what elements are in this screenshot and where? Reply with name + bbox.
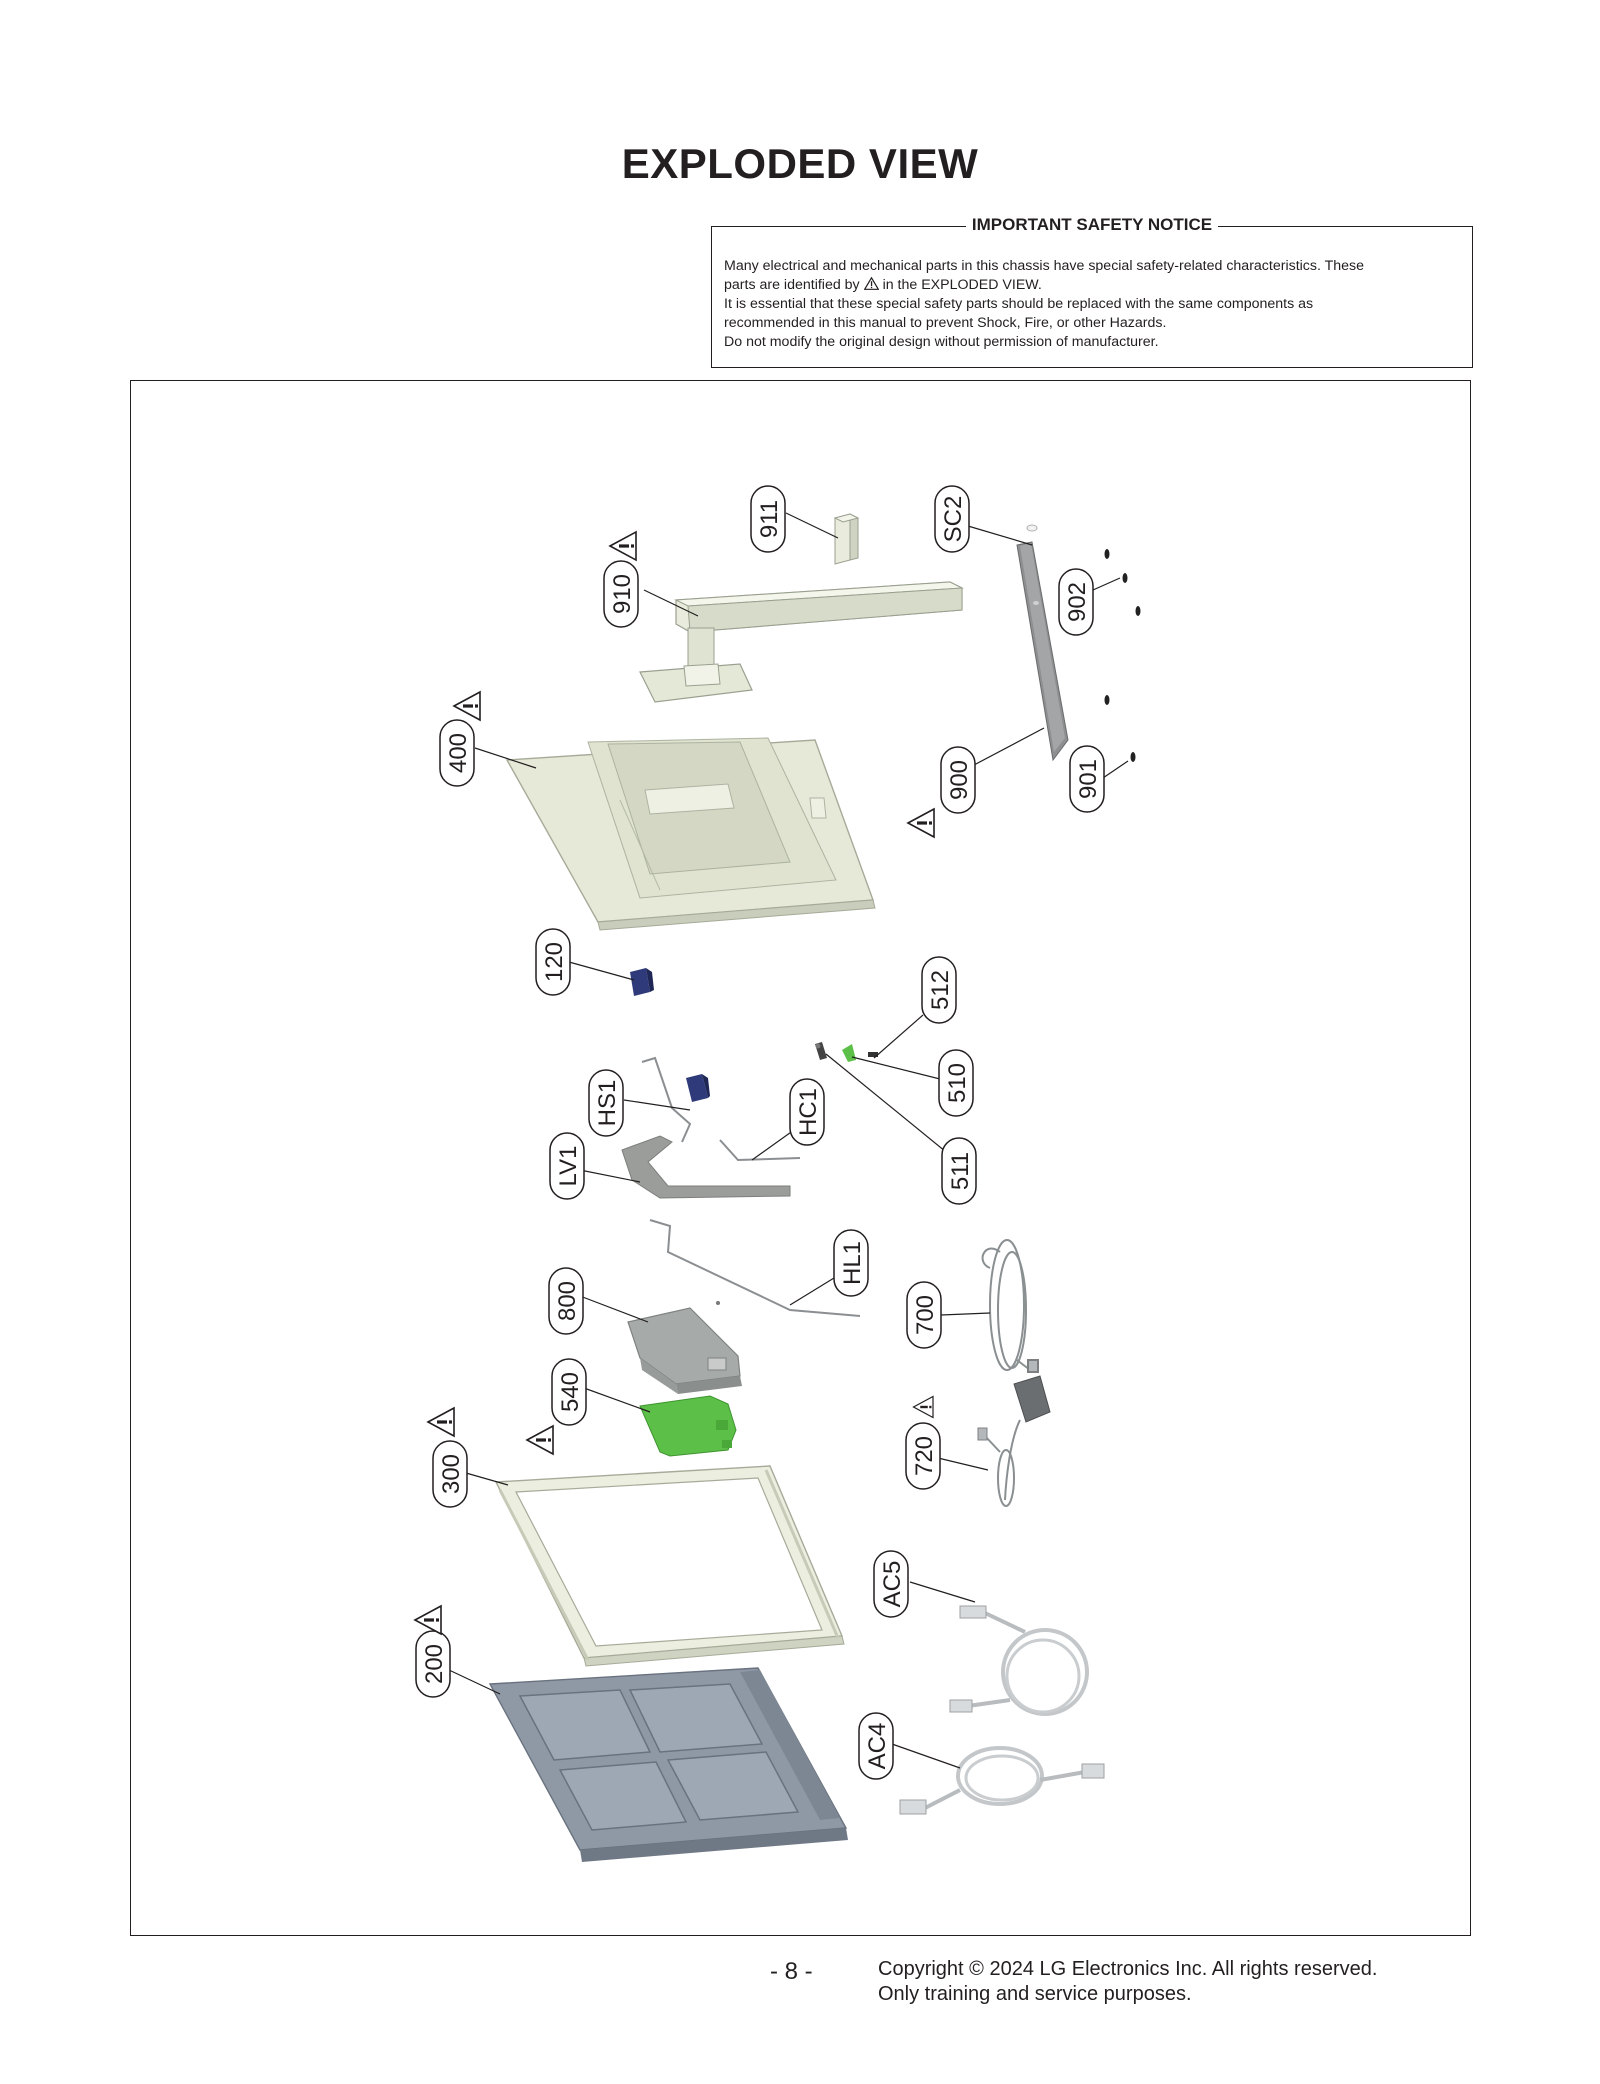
part-HS1-cable bbox=[641, 1056, 692, 1143]
safety-warning-icon-910 bbox=[609, 531, 637, 561]
svg-text:AC5: AC5 bbox=[879, 1561, 906, 1608]
notice-line-1: Many electrical and mechanical parts in … bbox=[724, 258, 1365, 274]
callout-911: 911 bbox=[750, 485, 786, 553]
svg-text:911: 911 bbox=[756, 500, 783, 538]
svg-text:511: 511 bbox=[947, 1152, 974, 1190]
part-400-back-cover bbox=[505, 737, 876, 931]
svg-text:HS1: HS1 bbox=[594, 1080, 621, 1127]
svg-text:902: 902 bbox=[1064, 582, 1091, 622]
leader-lines bbox=[448, 512, 1129, 1769]
part-900-stand-plate bbox=[1016, 541, 1069, 762]
safety-warning-icon-900 bbox=[907, 808, 935, 838]
part-LV1-cable bbox=[621, 1135, 791, 1199]
copyright-line: Copyright © 2024 LG Electronics Inc. All… bbox=[878, 1958, 1378, 1980]
page-number: - 8 - bbox=[770, 1958, 813, 1985]
callout-120: 120 bbox=[535, 928, 571, 996]
svg-text:901: 901 bbox=[1075, 759, 1102, 799]
callout-300: 300 bbox=[432, 1440, 468, 1508]
callout-540: 540 bbox=[551, 1358, 587, 1426]
safety-notice-title: IMPORTANT SAFETY NOTICE bbox=[965, 215, 1219, 234]
safety-warning-icon-300 bbox=[427, 1407, 455, 1437]
notice-line-5: Do not modify the original design withou… bbox=[724, 334, 1159, 350]
part-511-ir-sensor bbox=[815, 1042, 827, 1060]
part-HC1-cable bbox=[719, 1139, 801, 1162]
svg-text:510: 510 bbox=[944, 1063, 971, 1103]
svg-text:LV1: LV1 bbox=[555, 1146, 582, 1187]
part-120-bracket bbox=[630, 968, 654, 996]
warning-triangle-icon bbox=[863, 277, 879, 290]
callout-HC1: HC1 bbox=[789, 1078, 825, 1146]
callout-720: 720 bbox=[905, 1422, 941, 1490]
svg-text:SC2: SC2 bbox=[940, 496, 967, 543]
safety-warning-icon-720 bbox=[912, 1395, 934, 1419]
callout-HS1: HS1 bbox=[588, 1069, 624, 1137]
callout-800: 800 bbox=[548, 1267, 584, 1335]
callout-512: 512 bbox=[921, 956, 957, 1024]
svg-text:300: 300 bbox=[438, 1454, 465, 1494]
page-title: EXPLODED VIEW bbox=[621, 140, 979, 187]
safety-warning-icon-200 bbox=[414, 1605, 442, 1635]
svg-text:120: 120 bbox=[541, 942, 568, 982]
part-720-ac-adapter bbox=[977, 1375, 1051, 1507]
part-300-middle-frame bbox=[494, 1465, 845, 1667]
part-901-screw bbox=[1130, 752, 1136, 762]
part-SC2-screw bbox=[1026, 524, 1038, 532]
exploded-view-frame bbox=[130, 380, 1471, 1936]
svg-text:HL1: HL1 bbox=[839, 1241, 866, 1285]
safety-notice-box: IMPORTANT SAFETY NOTICE Many electrical … bbox=[711, 215, 1473, 368]
notice-line-2: parts are identified by in the EXPLODED … bbox=[724, 277, 1042, 293]
part-902-screws bbox=[1104, 549, 1141, 705]
safety-notice-body: Many electrical and mechanical parts in … bbox=[724, 257, 1460, 352]
part-AC4-displayport-cable bbox=[899, 1746, 1105, 1815]
callout-AC5: AC5 bbox=[873, 1550, 909, 1618]
part-911-hinge-cover bbox=[833, 513, 860, 565]
callout-511: 511 bbox=[941, 1137, 977, 1205]
callout-900: 900 bbox=[940, 746, 976, 814]
callout-700: 700 bbox=[906, 1281, 942, 1349]
part-510-sensor-board bbox=[842, 1044, 856, 1062]
notice-line-4: recommended in this manual to prevent Sh… bbox=[724, 315, 1167, 331]
safety-warning-icon-540 bbox=[526, 1425, 554, 1455]
callout-910: 910 bbox=[603, 560, 639, 628]
part-700-power-cord bbox=[981, 1239, 1039, 1373]
callout-HL1: HL1 bbox=[833, 1229, 869, 1297]
part-HL1-cable bbox=[649, 1219, 861, 1317]
callout-AC4: AC4 bbox=[858, 1712, 894, 1780]
callout-LV1: LV1 bbox=[549, 1132, 585, 1200]
svg-text:512: 512 bbox=[927, 970, 954, 1010]
part-540-main-board bbox=[639, 1395, 737, 1457]
callout-510: 510 bbox=[938, 1049, 974, 1117]
callout-902: 902 bbox=[1058, 568, 1094, 636]
purpose-line: Only training and service purposes. bbox=[878, 1983, 1192, 2005]
safety-warning-icon-400 bbox=[453, 691, 481, 721]
part-512-clip bbox=[868, 1052, 878, 1057]
svg-text:700: 700 bbox=[912, 1295, 939, 1335]
svg-text:910: 910 bbox=[609, 574, 636, 614]
part-800-shield-case bbox=[627, 1301, 742, 1394]
svg-text:800: 800 bbox=[554, 1281, 581, 1321]
part-200-lcd-panel bbox=[488, 1667, 848, 1862]
callout-SC2: SC2 bbox=[934, 485, 970, 553]
svg-text:HC1: HC1 bbox=[795, 1088, 822, 1136]
part-AC5-hdmi-cable bbox=[949, 1605, 1089, 1716]
svg-text:AC4: AC4 bbox=[864, 1723, 891, 1770]
svg-text:900: 900 bbox=[946, 760, 973, 800]
svg-text:540: 540 bbox=[557, 1372, 584, 1412]
copyright-notice: Copyright © 2024 LG Electronics Inc. All… bbox=[878, 1957, 1377, 2007]
part-HS1-speaker bbox=[686, 1074, 710, 1102]
svg-text:400: 400 bbox=[445, 733, 472, 773]
callout-901: 901 bbox=[1069, 745, 1105, 813]
notice-line-3: It is essential that these special safet… bbox=[724, 296, 1314, 312]
svg-text:200: 200 bbox=[421, 1644, 448, 1684]
part-910-stand-arm bbox=[639, 581, 964, 703]
callout-400: 400 bbox=[439, 719, 475, 787]
callout-200: 200 bbox=[415, 1630, 451, 1698]
svg-text:720: 720 bbox=[911, 1436, 938, 1476]
